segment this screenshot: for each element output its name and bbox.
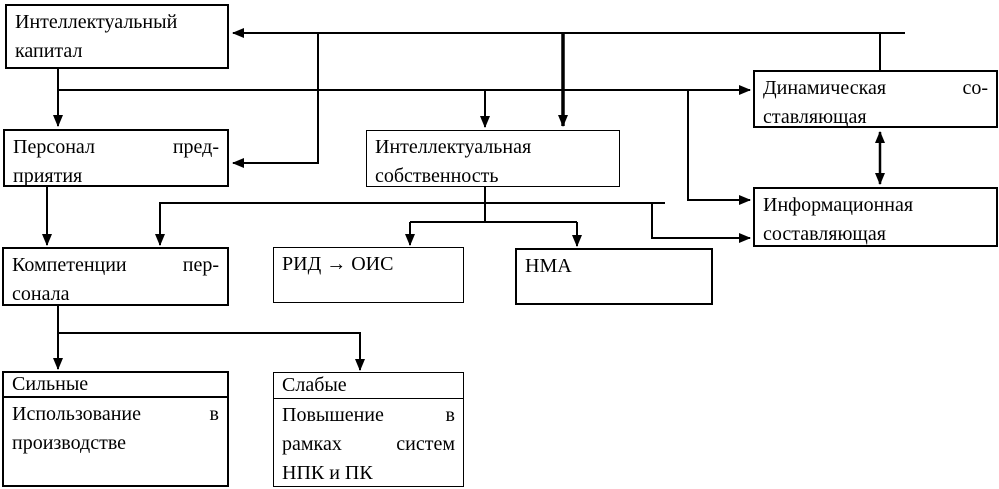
node-label-row: Использование в (12, 400, 219, 429)
node-header: Слабые (274, 373, 463, 399)
node-label-row: Повышение в (282, 401, 455, 430)
node-label-row: Компетенции пер- (12, 251, 219, 280)
node-competencies: Компетенции пер- сонала (2, 247, 229, 306)
node-label-row: Динамическая со- (763, 74, 988, 103)
node-label: составляющая (763, 223, 886, 245)
node-label: Динамическая (763, 77, 887, 99)
node-weak: Слабые Повышение в рамках систем НПК и П… (273, 372, 464, 487)
node-header: Сильные (4, 373, 227, 398)
node-label: Информационная (763, 194, 914, 216)
node-label: НПК и ПК (282, 462, 373, 484)
node-label: РИД → ОИС (282, 253, 394, 275)
edge-branch-to-information-lower (651, 203, 751, 243)
node-label: Персонал (13, 136, 95, 158)
node-label-row: рамках систем (282, 430, 455, 459)
edge-branch-to-competencies (155, 202, 665, 246)
node-label: в (445, 404, 455, 426)
node-label: в (209, 403, 219, 425)
node-personnel: Персонал пред- приятия (3, 129, 229, 187)
node-label: Интеллектуальный (15, 11, 178, 33)
node-body: Использование в производстве (4, 398, 227, 458)
node-label: Использование (12, 403, 141, 425)
edge-rail-to-information-upper (687, 90, 751, 205)
node-strong: Сильные Использование в производстве (2, 371, 229, 487)
node-label: пер- (182, 254, 219, 276)
node-rid-ois: РИД → ОИС (273, 247, 464, 303)
node-label: Интеллектуальная (375, 136, 532, 158)
node-label-row: Персонал пред- (13, 133, 219, 162)
node-body: Повышение в рамках систем НПК и ПК (274, 399, 463, 488)
node-label: Повышение (282, 404, 384, 426)
edge-rail-to-personnel-right (232, 33, 319, 168)
node-label: производстве (12, 432, 127, 454)
node-label: сонала (12, 283, 70, 305)
node-information-component: Информационная составляющая (753, 187, 998, 247)
node-label: собственность (375, 165, 499, 187)
node-label: капитал (15, 40, 83, 62)
node-label: Компетенции (12, 254, 127, 276)
node-label: пред- (172, 136, 219, 158)
node-label: со- (962, 77, 988, 99)
node-nma: НМА (515, 248, 713, 305)
node-dynamic-component: Динамическая со- ставляющая (753, 70, 998, 128)
node-intellectual-capital: Интеллектуальный капитал (5, 4, 229, 69)
node-label: НМА (525, 255, 572, 277)
node-label: систем (396, 433, 455, 455)
node-label: приятия (13, 165, 83, 187)
node-label: ставляющая (763, 106, 867, 128)
edge-competencies-to-weak (58, 332, 365, 371)
node-label: рамках (282, 433, 342, 455)
node-intellectual-property: Интеллектуальная собственность (366, 130, 620, 187)
